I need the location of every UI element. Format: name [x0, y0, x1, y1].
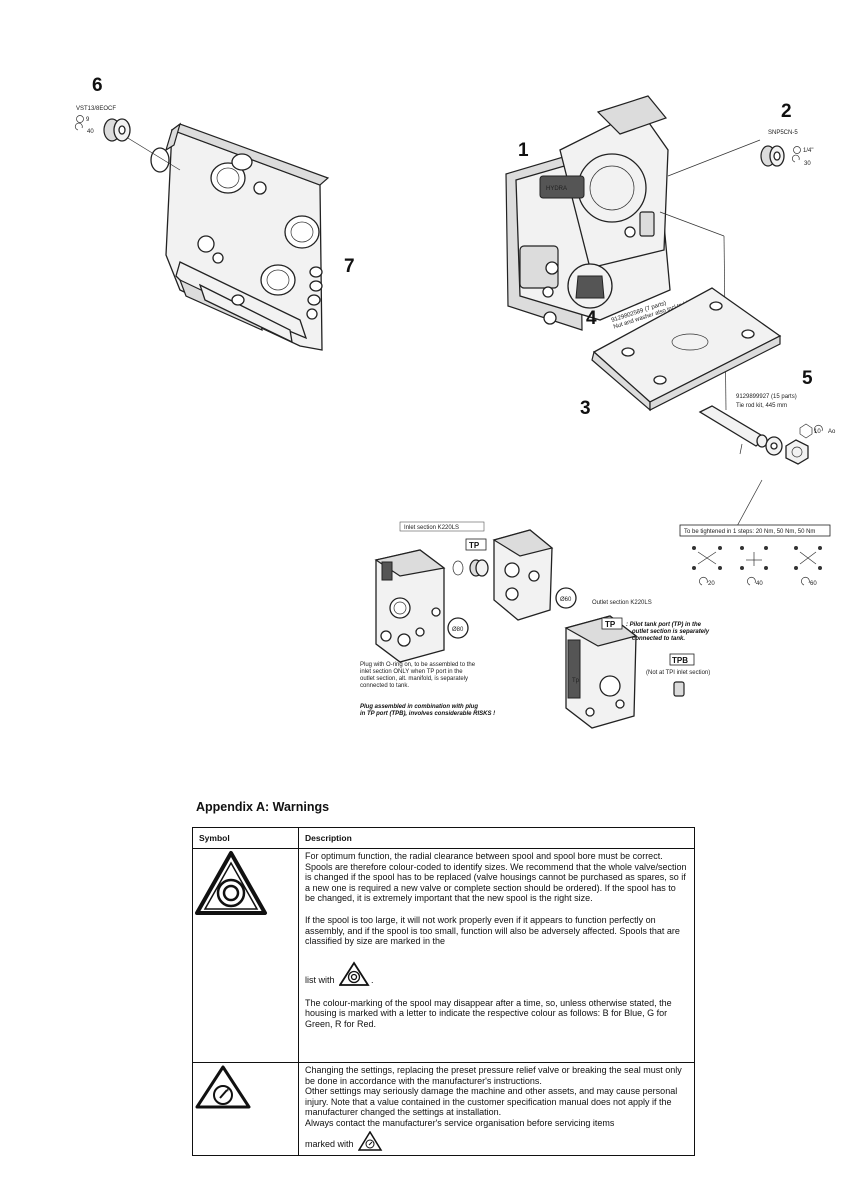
part-6-torque: 40: [87, 129, 94, 135]
part-2-code: SNP5CN-5: [768, 130, 798, 136]
svg-text:outlet section, alt. manifold,: outlet section, alt. manifold, is separa…: [360, 676, 468, 682]
socket-icon-2: [793, 146, 801, 154]
part-2-size: 1/4": [803, 148, 813, 154]
part-5-note: Tie rod kit, 445 mm: [736, 403, 787, 409]
svg-text:Plug assembled in combination: Plug assembled in combination with plug: [360, 704, 478, 710]
housing-text-tp: Tp: [572, 678, 580, 684]
torque-arrow-icon-b: [747, 576, 756, 586]
warnings-table: Symbol Description For optimum function,…: [192, 827, 695, 1156]
svg-text:in TP port (TPB), involves con: in TP port (TPB), involves considerable …: [360, 711, 495, 717]
tp-tag-2: TP: [605, 620, 616, 629]
directional-valve-1: HYDRA: [505, 95, 761, 411]
svg-text:Plug with O-ring on, to be ass: Plug with O-ring on, to be assembled to …: [360, 662, 476, 668]
header-symbol: Symbol: [192, 827, 299, 849]
socket-icon: [76, 115, 84, 123]
bolt-pattern-3: [794, 546, 822, 570]
spool-warning-inline-icon: [339, 961, 370, 986]
svg-text:Ao: Ao: [828, 429, 836, 435]
pressure-gauge-warning-triangle-icon: [195, 1065, 251, 1109]
torque-sequence-box: To be tightened in 1 steps: 20 Nm, 50 Nm…: [679, 524, 831, 587]
svg-text:outlet section is separately: outlet section is separately: [632, 629, 710, 635]
table-row: For optimum function, the radial clearan…: [192, 848, 695, 1063]
pressure-gauge-inline-icon: [358, 1130, 383, 1151]
svg-text:connected to tank.: connected to tank.: [360, 683, 409, 689]
callout-2: 2: [781, 101, 792, 122]
description-paragraph: marked with: [305, 1130, 688, 1151]
svg-text:connected to tank.: connected to tank.: [632, 636, 685, 642]
description-paragraph: Always contact the manufacturer's servic…: [305, 1117, 615, 1128]
description-paragraph: For optimum function, the radial clearan…: [305, 851, 687, 904]
torque-value-3: 60: [810, 581, 817, 587]
tpb-tag: TPB: [672, 656, 688, 665]
description-paragraph: The colour-marking of the spool may disa…: [305, 997, 672, 1029]
callout-5: 5: [802, 368, 813, 389]
svg-text:inlet section ONLY when TP por: inlet section ONLY when TP port in the: [360, 669, 463, 675]
svg-text:Ø80: Ø80: [452, 627, 464, 633]
bolt-pattern-1: [692, 546, 722, 570]
svg-text:HYDRA: HYDRA: [546, 186, 567, 192]
torque-box-title: To be tightened in 1 steps: 20 Nm, 50 Nm…: [684, 529, 815, 535]
part-6-code: VST13/8EOCF: [76, 106, 116, 112]
nut-torque: 10: [814, 429, 821, 435]
svg-text:9: 9: [86, 117, 90, 123]
spool-warning-triangle-icon: [195, 851, 267, 915]
table-header-row: Symbol Description: [192, 827, 695, 849]
torque-value-1: 20: [708, 581, 715, 587]
exploded-parts-diagram: 6 7 VST13/8EOCF 9 40 HYDRA 1 2 SNP5CN-5: [74, 75, 836, 729]
description-cell: Changing the settings, replacing the pre…: [298, 1062, 695, 1156]
end-plate-3: [591, 287, 782, 412]
symbol-cell: [192, 1062, 299, 1156]
svg-text:: Pilot tank port (TP) in the: : Pilot tank port (TP) in the: [626, 622, 702, 628]
torque-arrow-icon: [74, 122, 83, 131]
outlet-label: Outlet section K220LS: [592, 600, 652, 606]
description-paragraph: If the spool is too large, it will not w…: [305, 914, 680, 947]
description-cell: For optimum function, the radial clearan…: [298, 848, 695, 1063]
bolt-pattern-2: [740, 546, 768, 570]
header-description: Description: [298, 827, 695, 849]
tie-rod-kit: [698, 405, 809, 465]
callout-4: 4: [586, 308, 597, 329]
symbol-cell: [192, 848, 299, 1063]
inlet-label: Inlet section K220LS: [404, 525, 459, 531]
tpb-note: (Not at TPI inlet section): [646, 670, 710, 676]
hex-socket-icon: [799, 423, 813, 439]
plug-fitting-2: [760, 145, 785, 167]
svg-text:Ø60: Ø60: [560, 597, 572, 603]
torque-arrow-icon-2: [791, 154, 800, 163]
callout-1: 1: [518, 140, 529, 161]
tp-tag-1: TP: [469, 541, 480, 550]
appendix-title: Appendix A: Warnings: [196, 800, 330, 814]
valve-housing-section-7: [117, 122, 330, 351]
torque-arrow-icon-a: [699, 576, 708, 586]
description-paragraph: list with .: [305, 961, 688, 987]
callout-3: 3: [580, 398, 591, 419]
inlet-outlet-inset: Inlet section K220LS Ø80 TP Ø60 Outlet s…: [360, 521, 710, 729]
part-2-torque: 30: [804, 161, 811, 167]
description-paragraph: Changing the settings, replacing the pre…: [305, 1065, 682, 1086]
torque-value-2: 40: [756, 581, 763, 587]
torque-arrow-icon-c: [801, 576, 810, 586]
callout-7: 7: [344, 256, 355, 277]
part-5-code: 9129899927 (15 parts): [736, 394, 797, 400]
torque-arrow-icon-3: [814, 424, 823, 434]
description-paragraph: Other settings may seriously damage the …: [305, 1086, 678, 1118]
table-row: Changing the settings, replacing the pre…: [192, 1062, 695, 1156]
callout-6: 6: [92, 75, 103, 96]
plug-fitting-6: [103, 118, 131, 142]
